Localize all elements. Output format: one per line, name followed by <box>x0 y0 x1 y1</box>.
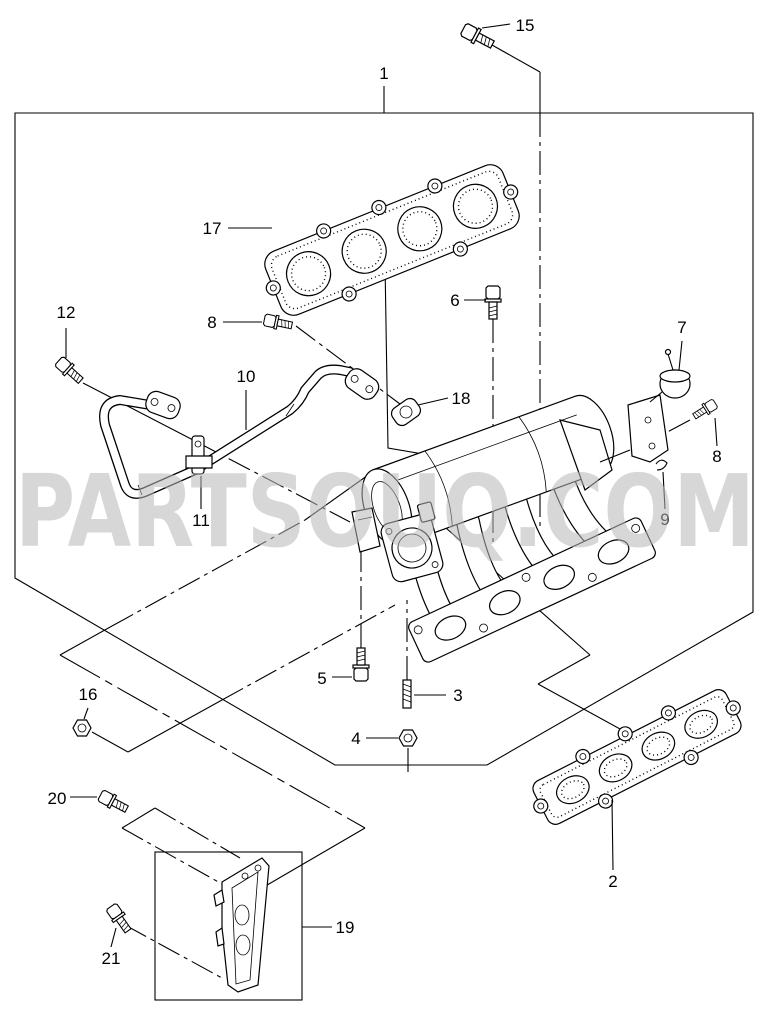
bolt-8-left <box>262 312 294 333</box>
center-line-8 <box>295 325 401 405</box>
callout-4: 4 <box>351 729 360 748</box>
callout-15: 15 <box>516 16 535 35</box>
bolt-21 <box>104 901 135 936</box>
callout-9: 9 <box>660 510 669 529</box>
assembly-frame <box>14 112 754 766</box>
flange-gasket-18 <box>390 397 422 427</box>
bolt-8-right <box>690 397 719 422</box>
exhaust-gasket-2 <box>532 689 742 825</box>
leader-line-21 <box>110 927 117 948</box>
callout-16: 16 <box>79 685 98 704</box>
leader-line-9 <box>662 471 666 510</box>
leader-line-8-right <box>714 417 718 447</box>
clip-9 <box>655 459 668 471</box>
leader-line-16 <box>83 707 89 720</box>
callout-21: 21 <box>102 949 121 968</box>
callout-19: 19 <box>336 918 355 937</box>
callout-12: 12 <box>57 303 76 322</box>
plenum-end-bracket <box>559 419 631 491</box>
callout-2: 2 <box>608 872 617 891</box>
callout-8-right: 8 <box>712 447 721 466</box>
throttle-body-flange <box>380 501 444 583</box>
center-line-20 <box>121 807 156 829</box>
plane-line <box>221 604 396 701</box>
cylinder-head-flange <box>408 517 656 663</box>
callout-10: 10 <box>237 367 256 386</box>
callout-3: 3 <box>453 686 462 705</box>
plane-line <box>127 699 223 753</box>
detail-box-19 <box>154 851 303 1001</box>
callout-20: 20 <box>48 789 67 808</box>
center-line-12 <box>82 382 196 442</box>
bolt-12 <box>53 354 87 387</box>
plane-line <box>59 654 366 829</box>
callouts: 15 1 17 12 6 7 8 10 18 8 9 11 5 3 16 4 2… <box>48 16 722 968</box>
bolt-5 <box>352 647 370 682</box>
callout-7: 7 <box>677 318 686 337</box>
intake-manifold <box>351 394 656 663</box>
callout-8-left: 8 <box>207 313 216 332</box>
leader-line-2 <box>611 799 614 871</box>
plane-line <box>261 827 366 889</box>
center-line-21 <box>124 924 223 979</box>
leader-lines <box>65 23 718 948</box>
plane-line <box>537 654 591 685</box>
watermark: PARTSOUQ.COM <box>15 453 755 570</box>
callout-17: 17 <box>203 219 222 238</box>
tube-clip-11 <box>185 435 213 475</box>
callout-1: 1 <box>379 64 388 83</box>
plane-line <box>91 731 129 753</box>
callout-5: 5 <box>317 669 326 688</box>
center-line-15 <box>491 44 541 73</box>
leader-line-7 <box>678 340 683 371</box>
nut-4 <box>398 729 418 747</box>
leader-line-18 <box>417 397 449 406</box>
intake-gasket-17 <box>264 164 520 316</box>
tube-flange-right <box>344 368 380 400</box>
callout-11: 11 <box>192 511 210 530</box>
bolt-6 <box>484 285 502 320</box>
vacuum-actuator-7 <box>627 348 691 463</box>
callout-6: 6 <box>450 291 459 310</box>
center-line-20 <box>121 827 223 885</box>
plane-line <box>59 625 113 656</box>
tube-flange-left <box>145 390 181 420</box>
center-line-20 <box>154 807 241 859</box>
nut-16 <box>72 719 92 737</box>
callout-18: 18 <box>452 389 471 408</box>
bracket-19 <box>213 857 270 993</box>
plane-line <box>111 519 306 627</box>
stud-3 <box>402 679 412 709</box>
throttle-cable-bracket <box>351 507 381 553</box>
leader-line-15 <box>481 23 511 29</box>
bolt-20 <box>96 788 131 816</box>
